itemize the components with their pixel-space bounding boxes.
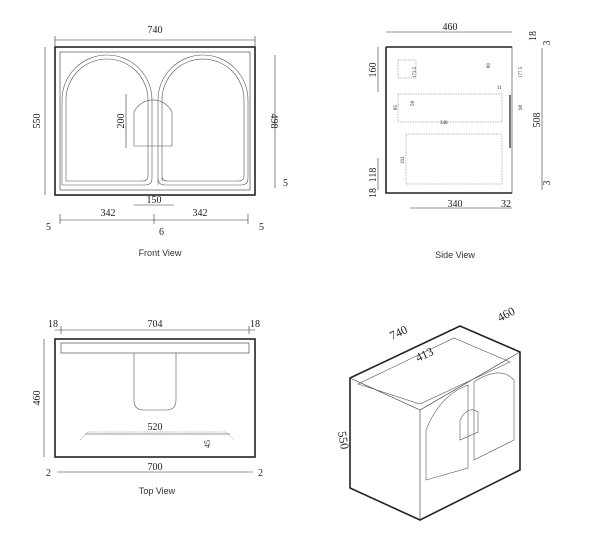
top-view: 704 18 18 460 520 45 700 2 2 Top View: [32, 319, 263, 496]
iso-top-opening: [357, 337, 511, 405]
handle-cutout: [133, 99, 173, 147]
top-inset-label: 45: [203, 440, 212, 448]
left-door-arch: [61, 54, 153, 186]
dim-line-doors: [59, 214, 249, 224]
top-handle-cutout: [133, 353, 177, 411]
top-drawer-outline: [79, 431, 235, 441]
side-view: 460 18 3 508 3 160 118 18 340 32 173.5 8…: [368, 22, 553, 260]
door-left-label: 342: [101, 208, 116, 219]
drawer-upper: [397, 93, 503, 123]
top-view-caption: Top View: [139, 486, 176, 496]
side-base-depth-label: 340: [448, 199, 463, 210]
iso-left-arch: [425, 384, 469, 481]
top-back-rail: [60, 342, 250, 354]
top-bottom-width-label: 700: [148, 462, 163, 473]
side-small-dim: 80: [487, 63, 492, 69]
top-outline: [54, 338, 256, 458]
side-bottom-thk-label: 18: [368, 188, 379, 198]
right-door-arch: [157, 54, 249, 186]
drawer-lower: [405, 133, 503, 185]
side-small-dim: 11: [497, 86, 502, 91]
front-view-caption: Front View: [139, 248, 182, 258]
right-door-arch-inner: [161, 58, 245, 182]
side-small-dim: 58: [411, 101, 416, 107]
front-width-label: 740: [148, 25, 163, 36]
top-depth-label: 460: [32, 391, 43, 406]
gap-bottom-label: 5: [283, 178, 288, 189]
side-back-gap-label: 32: [501, 199, 511, 210]
handle-width-label: 150: [147, 195, 162, 206]
side-small-dim: 85: [394, 105, 399, 111]
hinge-block: [397, 59, 417, 79]
iso-width-label: 740: [387, 322, 409, 342]
gap-center-label: 6: [159, 227, 164, 238]
top-inner-label: 520: [148, 422, 163, 433]
front-inner-frame: [59, 51, 251, 191]
side-small-dim: 177.5: [519, 66, 524, 78]
front-inner-height-label: 498: [268, 114, 279, 129]
side-height-label: 508: [532, 113, 543, 128]
side-gap-top-label: 3: [542, 41, 553, 46]
side-view-caption: Side View: [435, 250, 475, 260]
side-panel-edges: [385, 46, 512, 194]
side-small-dim: 173.5: [413, 66, 418, 78]
top-width-label: 704: [148, 319, 163, 330]
dim-line-704: [55, 326, 255, 334]
left-door-arch-inner: [65, 58, 149, 182]
side-lower-label: 118: [368, 168, 379, 183]
side-small-dim: 192: [401, 156, 406, 164]
side-upper-label: 160: [368, 63, 379, 78]
iso-handle: [459, 409, 479, 441]
gap-right-label: 5: [259, 222, 264, 233]
top-side-left-label: 18: [48, 319, 58, 330]
door-right-label: 342: [193, 208, 208, 219]
side-gap-bottom-label: 3: [542, 181, 553, 186]
iso-outline: [349, 325, 521, 521]
iso-height-label: 550: [335, 430, 352, 450]
iso-right-arch: [473, 372, 515, 461]
isometric-view: 740 460 413 550: [335, 304, 521, 521]
iso-inner-label: 413: [413, 344, 435, 364]
side-depth-label: 460: [443, 22, 458, 33]
top-side-right-label: 18: [250, 319, 260, 330]
side-outline: [385, 46, 513, 194]
handle-height-label: 200: [116, 114, 127, 129]
side-top-thk-label: 18: [528, 31, 539, 41]
side-small-dim: 98: [519, 105, 524, 111]
gap-left-label: 5: [46, 222, 51, 233]
front-view: 740 550 498 5 200 150 342 342 5 6 5 Fron…: [32, 25, 288, 258]
iso-depth-label: 460: [495, 304, 517, 325]
top-gap-left-label: 2: [46, 468, 51, 479]
top-gap-right-label: 2: [258, 468, 263, 479]
front-outer-frame: [54, 46, 256, 196]
dim-line-740: [54, 36, 256, 46]
side-small-dim: 340: [440, 121, 448, 126]
iso-edges: [349, 351, 521, 520]
front-height-label: 550: [32, 114, 43, 129]
